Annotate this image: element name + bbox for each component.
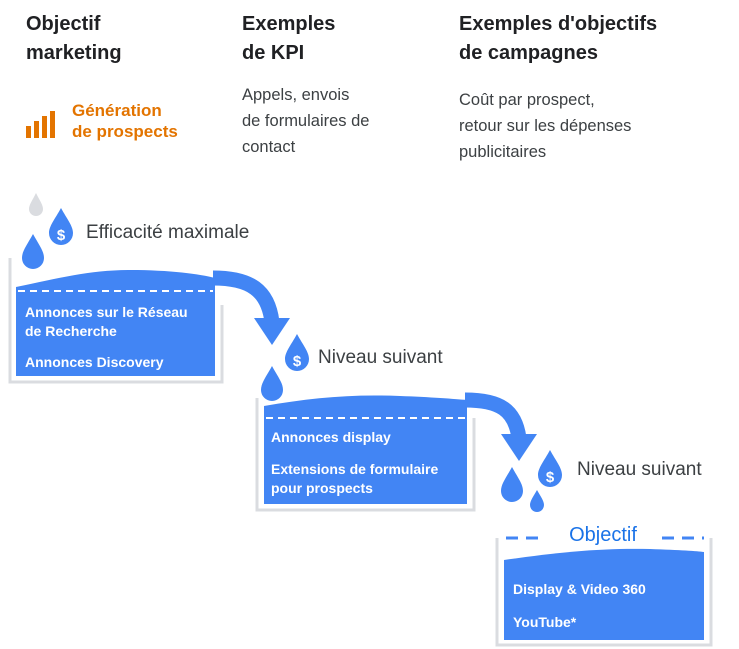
tank1-item: Annonces sur le Réseau de Recherche <box>25 304 188 339</box>
tank-3 <box>495 536 713 647</box>
tank3-item: YouTube* <box>513 614 577 630</box>
dollar-drop-icon: $ <box>49 208 73 245</box>
kpi-text: Appels, envois de formulaires de contact <box>242 86 370 156</box>
water-drop-icon <box>29 193 43 216</box>
svg-text:$: $ <box>293 353 302 370</box>
goal-label: Objectif <box>548 524 658 547</box>
arrow-icon <box>212 270 290 345</box>
dollar-drop-icon: $ <box>538 450 562 487</box>
tank2-item: Annonces display <box>271 429 391 445</box>
dollar-drop-icon: $ <box>285 334 309 371</box>
tank3-item: Display & Video 360 <box>513 581 646 597</box>
level-max-label: Efficacité maximale <box>86 222 250 243</box>
tank2-item: Extensions de formulaire pour prospects <box>271 461 439 496</box>
water-drop-icon <box>501 467 523 502</box>
level-next-label: Niveau suivant <box>577 459 702 480</box>
water-drop-icon <box>530 490 544 512</box>
svg-text:$: $ <box>57 227 66 244</box>
water-drop-icon <box>22 234 44 269</box>
level-next-label: Niveau suivant <box>318 347 443 368</box>
objective-value: Génération de prospects <box>72 101 178 141</box>
header-campaign: Exemples d'objectifs de campagnes <box>459 13 658 64</box>
svg-text:$: $ <box>546 469 555 486</box>
bar-chart-icon <box>26 106 62 138</box>
arrow-icon <box>464 392 537 461</box>
header-kpi: Exemples de KPI <box>242 13 336 64</box>
water-drop-icon <box>261 366 283 401</box>
campaign-text: Coût par prospect, retour sur les dépens… <box>459 91 632 161</box>
tank-2 <box>255 395 476 512</box>
tank-1 <box>8 258 224 384</box>
header-objective: Objectif marketing <box>26 13 122 64</box>
tank1-item: Annonces Discovery <box>25 354 164 370</box>
